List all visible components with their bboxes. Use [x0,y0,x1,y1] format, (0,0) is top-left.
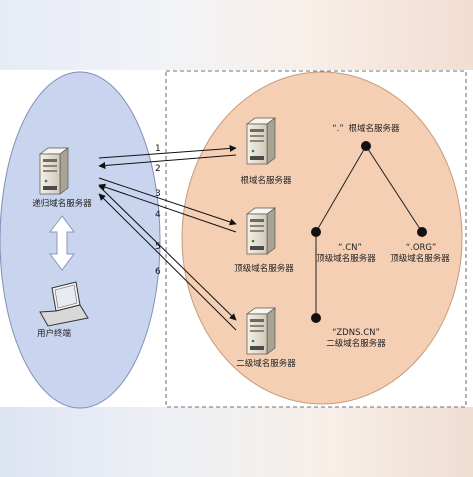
domain-tree [311,141,427,323]
tree-root-label: 根域名服务器 [348,123,400,134]
step-5-label: 5 [155,242,161,252]
bidirectional-arrow-icon [49,215,75,271]
second-level-server-icon [246,307,276,355]
step-1-label: 1 [155,144,161,154]
tree-node-cn [311,227,321,237]
arrow-step-6 [98,193,237,331]
arrow-step-3 [98,177,237,226]
root-server-icon [246,117,276,165]
tree-cn-quote: “.CN” [338,243,362,253]
second-level-server-label: 二级域名服务器 [236,358,296,369]
tree-zdns-label: 二级域名服务器 [326,338,386,349]
tree-org-label: 顶级域名服务器 [390,253,450,264]
tld-server-label: 顶级域名服务器 [234,263,294,274]
blurred-bottom-band [0,407,473,477]
client-side-ellipse [0,71,161,409]
query-arrows [98,144,237,331]
arrow-step-5 [98,185,237,321]
tree-node-org [417,227,427,237]
laptop-icon [39,281,89,327]
tree-node-root [361,141,371,151]
tree-cn-label: 顶级域名服务器 [316,253,376,264]
server-side-ellipse [181,71,463,405]
step-2-label: 2 [155,164,161,174]
recursive-server-label: 递归域名服务器 [32,198,92,209]
arrow-step-1 [98,144,237,159]
tree-node-zdns [311,313,321,323]
user-terminal-label: 用户终端 [37,328,72,339]
root-server-label: 根域名服务器 [240,175,292,186]
tree-zdns-quote: “ZDNS.CN” [332,328,380,338]
network-boundary [165,70,467,408]
step-4-label: 4 [155,210,161,220]
tree-root-quote: “.” [332,124,344,134]
tld-server-icon [246,207,276,255]
blurred-top-band [0,0,473,70]
recursive-server-icon [39,147,69,195]
arrow-step-4 [98,183,237,233]
step-3-label: 3 [155,189,161,199]
tree-org-quote: “.ORG” [406,243,437,253]
arrow-step-2 [98,154,237,169]
step-6-label: 6 [155,267,161,277]
